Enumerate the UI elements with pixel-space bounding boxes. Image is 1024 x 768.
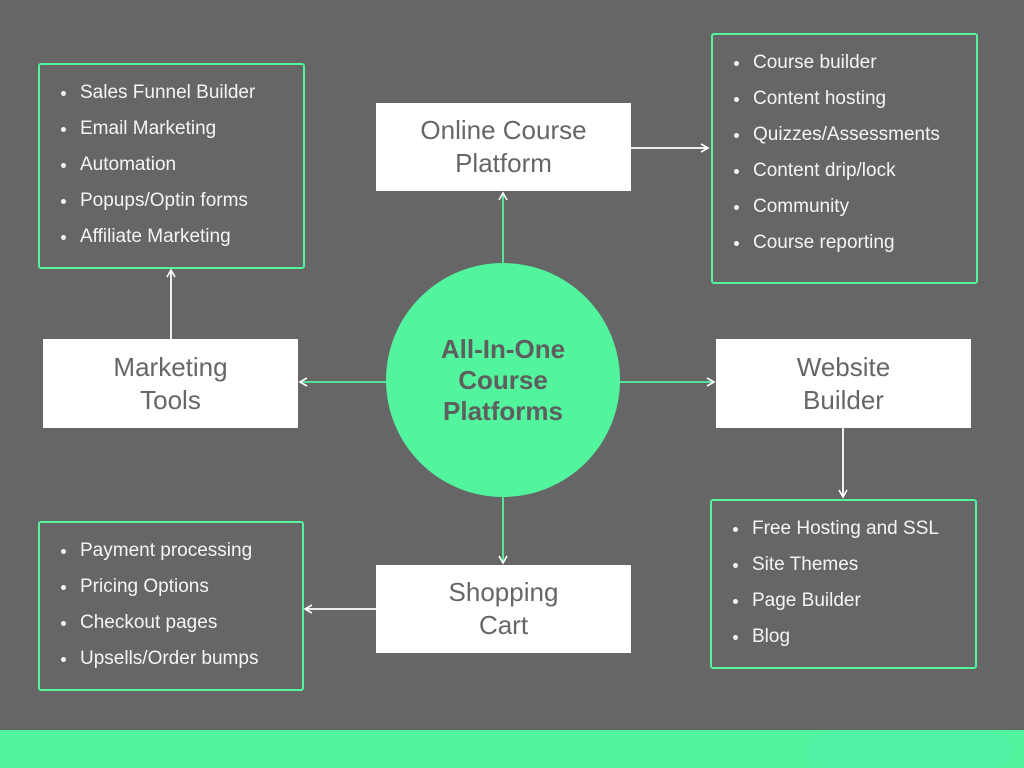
list-item: Page Builder bbox=[750, 583, 975, 619]
list-item: Affiliate Marketing bbox=[78, 219, 303, 255]
list-item: Free Hosting and SSL bbox=[750, 511, 975, 547]
node-shopping-cart: Shopping Cart bbox=[376, 565, 631, 653]
list-item: Course builder bbox=[751, 45, 976, 81]
list-item: Email Marketing bbox=[78, 111, 303, 147]
list-item: Upsells/Order bumps bbox=[78, 641, 302, 677]
list-item: Course reporting bbox=[751, 225, 976, 261]
list-item: Community bbox=[751, 189, 976, 225]
node-label: Online Course Platform bbox=[420, 115, 587, 178]
node-website-builder: Website Builder bbox=[716, 339, 971, 428]
hub-label: All-In-One Course Platforms bbox=[440, 333, 566, 426]
list-item: Content drip/lock bbox=[751, 153, 976, 189]
node-marketing-tools: Marketing Tools bbox=[43, 339, 298, 428]
list-item: Content hosting bbox=[751, 81, 976, 117]
list-item: Pricing Options bbox=[78, 569, 302, 605]
cart-features-list: Payment processing Pricing Options Check… bbox=[38, 521, 304, 691]
footer-highlight bbox=[806, 732, 1012, 768]
list-item: Payment processing bbox=[78, 533, 302, 569]
node-online-course-platform: Online Course Platform bbox=[376, 103, 631, 191]
list-item: Sales Funnel Builder bbox=[78, 75, 303, 111]
list-item: Automation bbox=[78, 147, 303, 183]
list-item: Blog bbox=[750, 619, 975, 655]
website-features-list: Free Hosting and SSL Site Themes Page Bu… bbox=[710, 499, 977, 669]
hub-circle: All-In-One Course Platforms bbox=[386, 263, 620, 497]
node-label: Website Builder bbox=[796, 351, 891, 415]
node-label: Marketing Tools bbox=[113, 351, 228, 415]
list-item: Quizzes/Assessments bbox=[751, 117, 976, 153]
marketing-features-list: Sales Funnel Builder Email Marketing Aut… bbox=[38, 63, 305, 269]
node-label: Shopping Cart bbox=[448, 577, 559, 640]
course-features-list: Course builder Content hosting Quizzes/A… bbox=[711, 33, 978, 284]
list-item: Checkout pages bbox=[78, 605, 302, 641]
list-item: Site Themes bbox=[750, 547, 975, 583]
list-item: Popups/Optin forms bbox=[78, 183, 303, 219]
